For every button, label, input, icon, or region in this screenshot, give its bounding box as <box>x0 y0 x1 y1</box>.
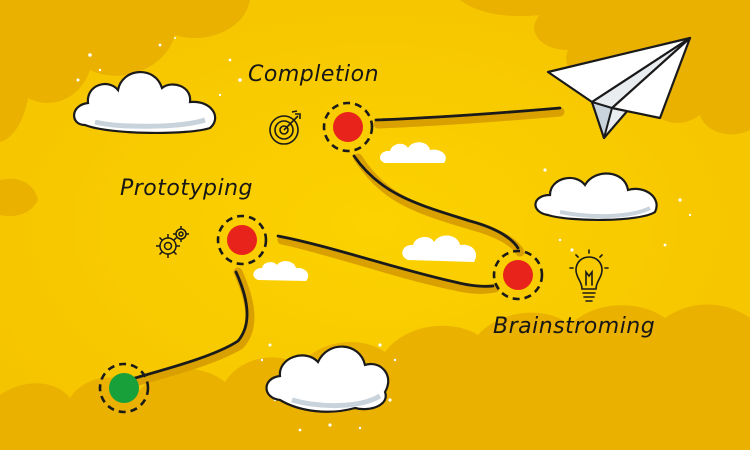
milestone-prototyping <box>216 214 268 266</box>
milestone-start <box>98 362 150 414</box>
milestone-completion <box>322 101 374 153</box>
status-dot-prototyping <box>227 225 257 255</box>
milestone-label-brainstorming: Brainstroming <box>493 314 656 339</box>
status-dot-start <box>109 373 139 403</box>
milestone-label-prototyping: Prototyping <box>120 176 253 201</box>
paper-plane-icon <box>546 36 692 140</box>
route-line <box>133 106 562 380</box>
cloud-icon <box>534 172 658 222</box>
status-dot-brainstorming <box>503 260 533 290</box>
gears-icon <box>156 226 189 258</box>
milestone-label-completion: Completion <box>248 62 380 87</box>
target-icon <box>269 110 301 145</box>
cloud-icon <box>402 235 477 262</box>
status-dot-completion <box>333 112 363 142</box>
cloud-icon <box>265 345 390 413</box>
cloud-icon <box>253 261 309 281</box>
cloud-icon <box>73 71 217 134</box>
cloud-icon <box>379 142 446 163</box>
milestone-brainstorming <box>492 249 544 301</box>
lightbulb-icon <box>569 249 609 302</box>
